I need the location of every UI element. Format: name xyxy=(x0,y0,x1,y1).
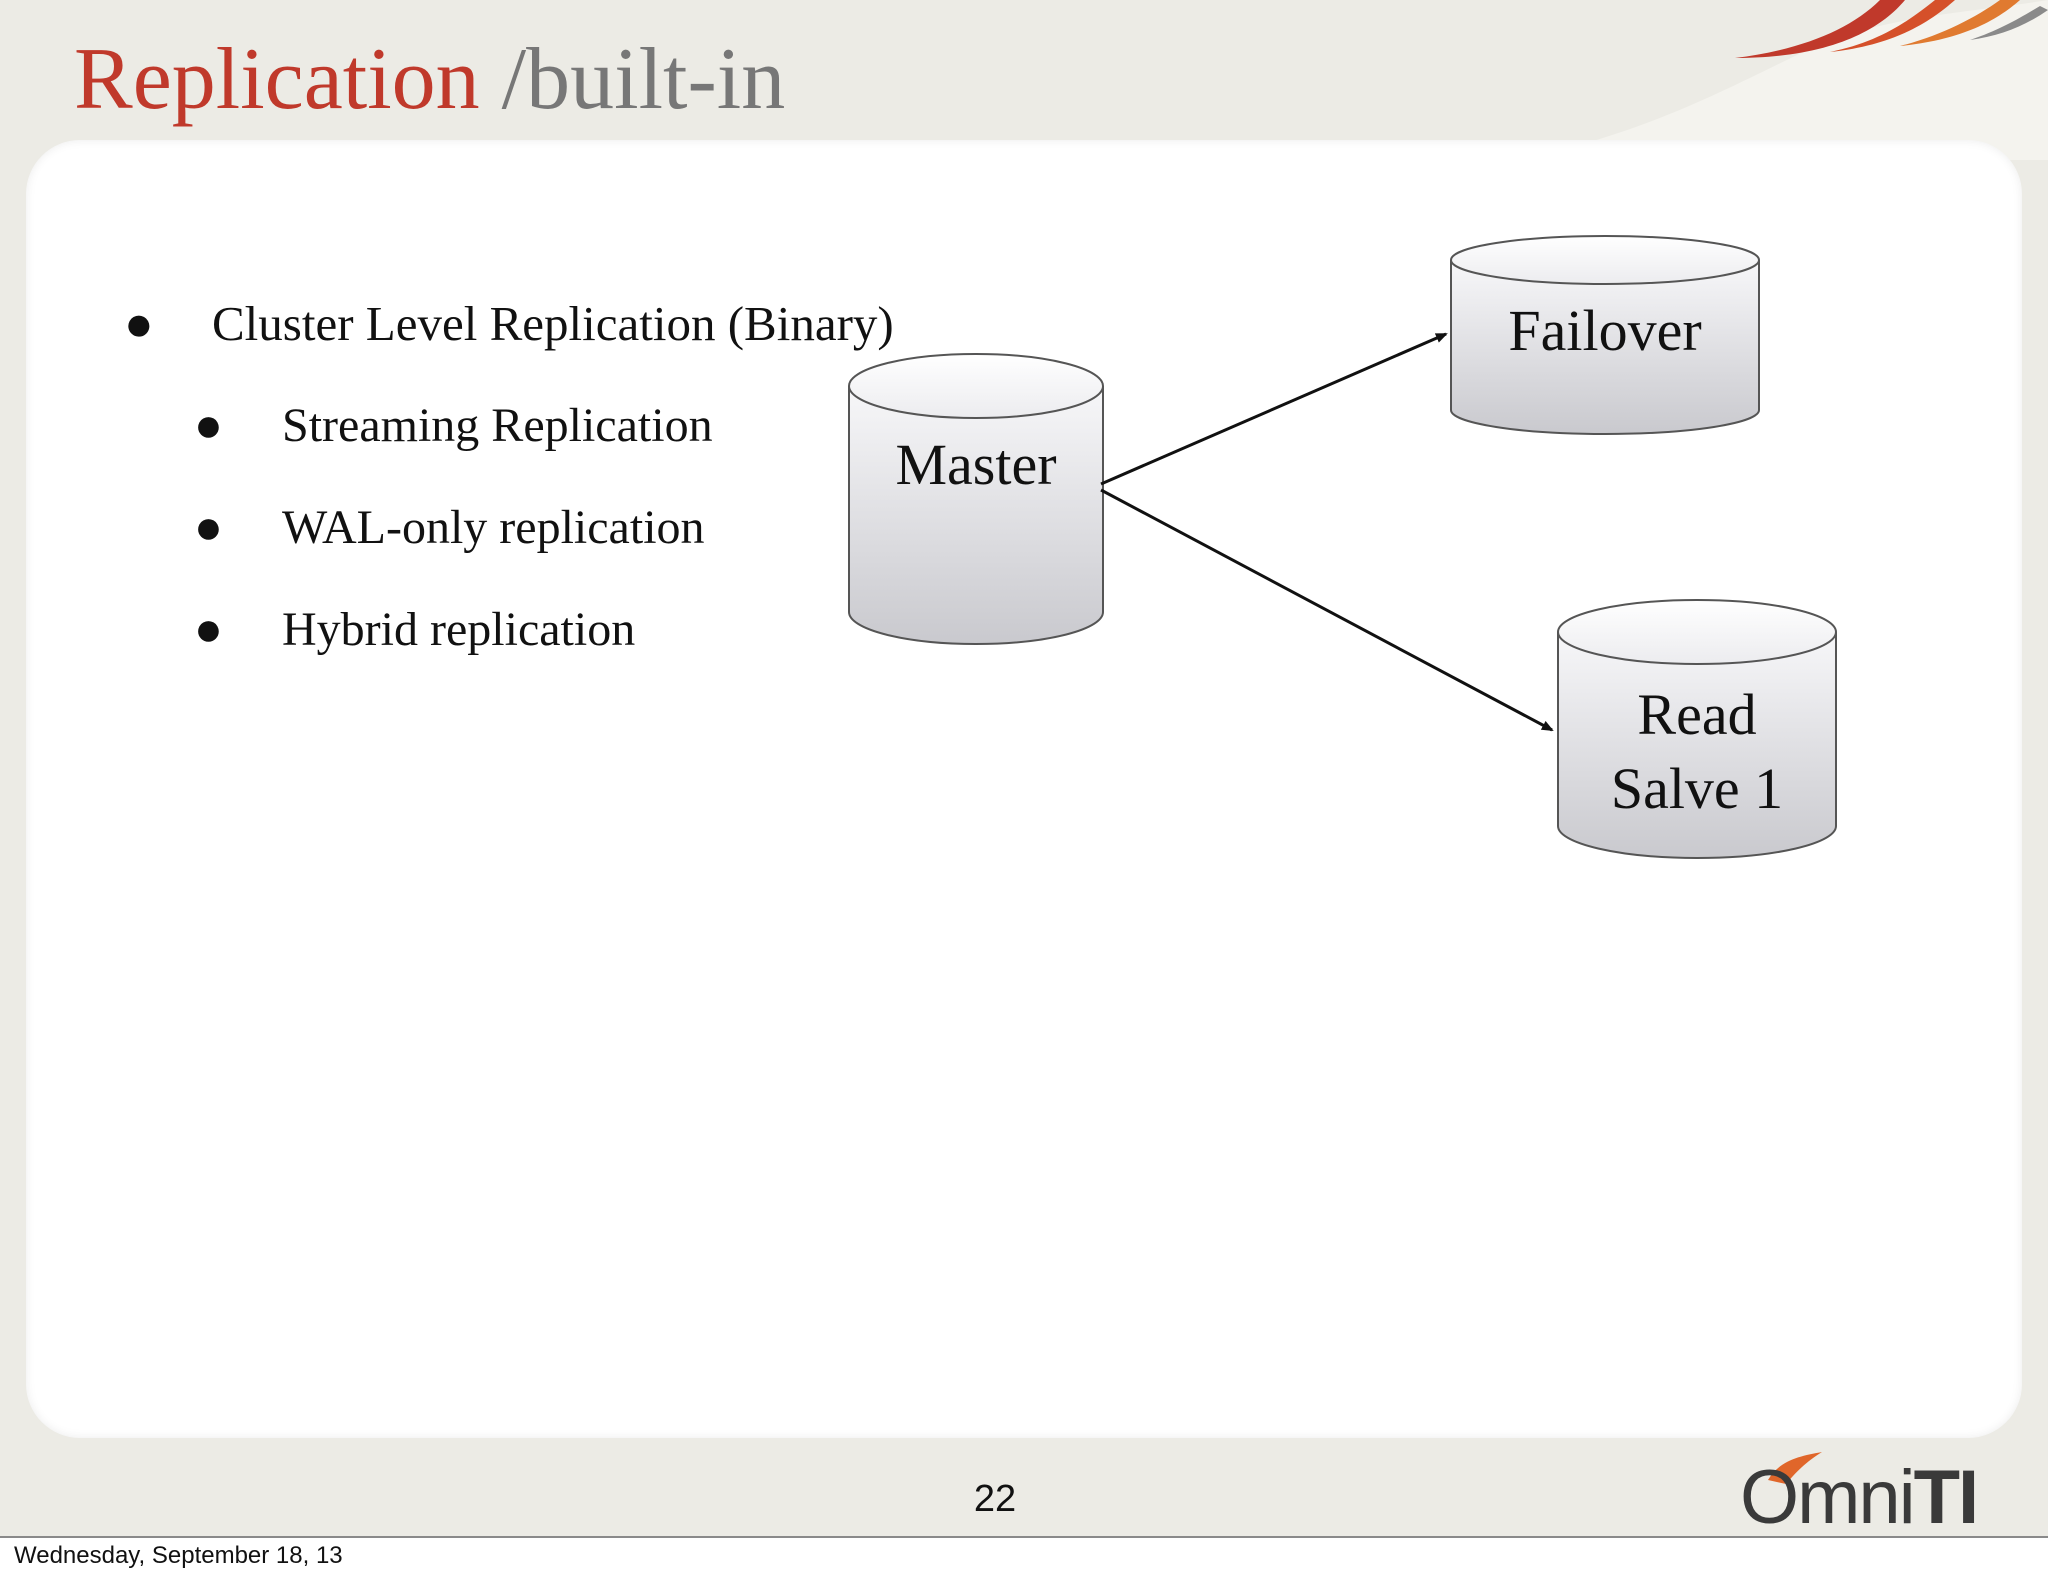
bullet-dot-icon: ● xyxy=(194,501,223,554)
swoosh-red xyxy=(1735,0,1905,58)
bullet-text: Streaming Replication xyxy=(282,399,713,452)
omniti-logo: OmniTI xyxy=(1740,1454,1980,1538)
bullet-text: Hybrid replication xyxy=(282,603,636,656)
arrow-master-to-read-slave xyxy=(1100,488,1554,732)
logo-text-ti: TI xyxy=(1913,1455,1980,1538)
bullet-dot-icon: ● xyxy=(194,399,223,452)
failover-database-node: Failover xyxy=(1450,235,1760,435)
title-subtitle: /built-in xyxy=(479,31,786,128)
page-number: 22 xyxy=(973,1478,1017,1520)
flame-icon xyxy=(1768,1452,1822,1484)
read-slave-label-line1: Read xyxy=(1637,682,1756,747)
master-database-node: Master xyxy=(848,353,1104,645)
date-footer: Wednesday, September 18, 13 xyxy=(14,1542,343,1569)
bullet-dot-icon: ● xyxy=(124,296,154,351)
swoosh-orange xyxy=(1830,0,1955,52)
header-swoosh-decoration xyxy=(1540,0,2048,160)
slide: Replication /built-in ● Cluster Level Re… xyxy=(0,0,2048,1538)
title-main: Replication xyxy=(74,31,480,128)
read-slave-database-node: Read Salve 1 xyxy=(1557,599,1837,859)
bullet-dot-icon: ● xyxy=(194,603,223,656)
swoosh-amber xyxy=(1900,0,2020,46)
bullet-text: Cluster Level Replication (Binary) xyxy=(212,296,894,351)
bullet-text: WAL-only replication xyxy=(282,501,705,554)
arrow-master-to-failover xyxy=(1100,332,1448,486)
failover-label: Failover xyxy=(1508,298,1701,363)
swoosh-gray xyxy=(1970,6,2048,40)
read-slave-label-line2: Salve 1 xyxy=(1611,756,1783,821)
slide-title: Replication /built-in xyxy=(74,30,785,130)
replication-diagram: Master Failover Read Salve 1 xyxy=(848,235,1837,859)
master-label: Master xyxy=(895,432,1056,497)
logo-text-omni: Omni xyxy=(1740,1455,1916,1538)
